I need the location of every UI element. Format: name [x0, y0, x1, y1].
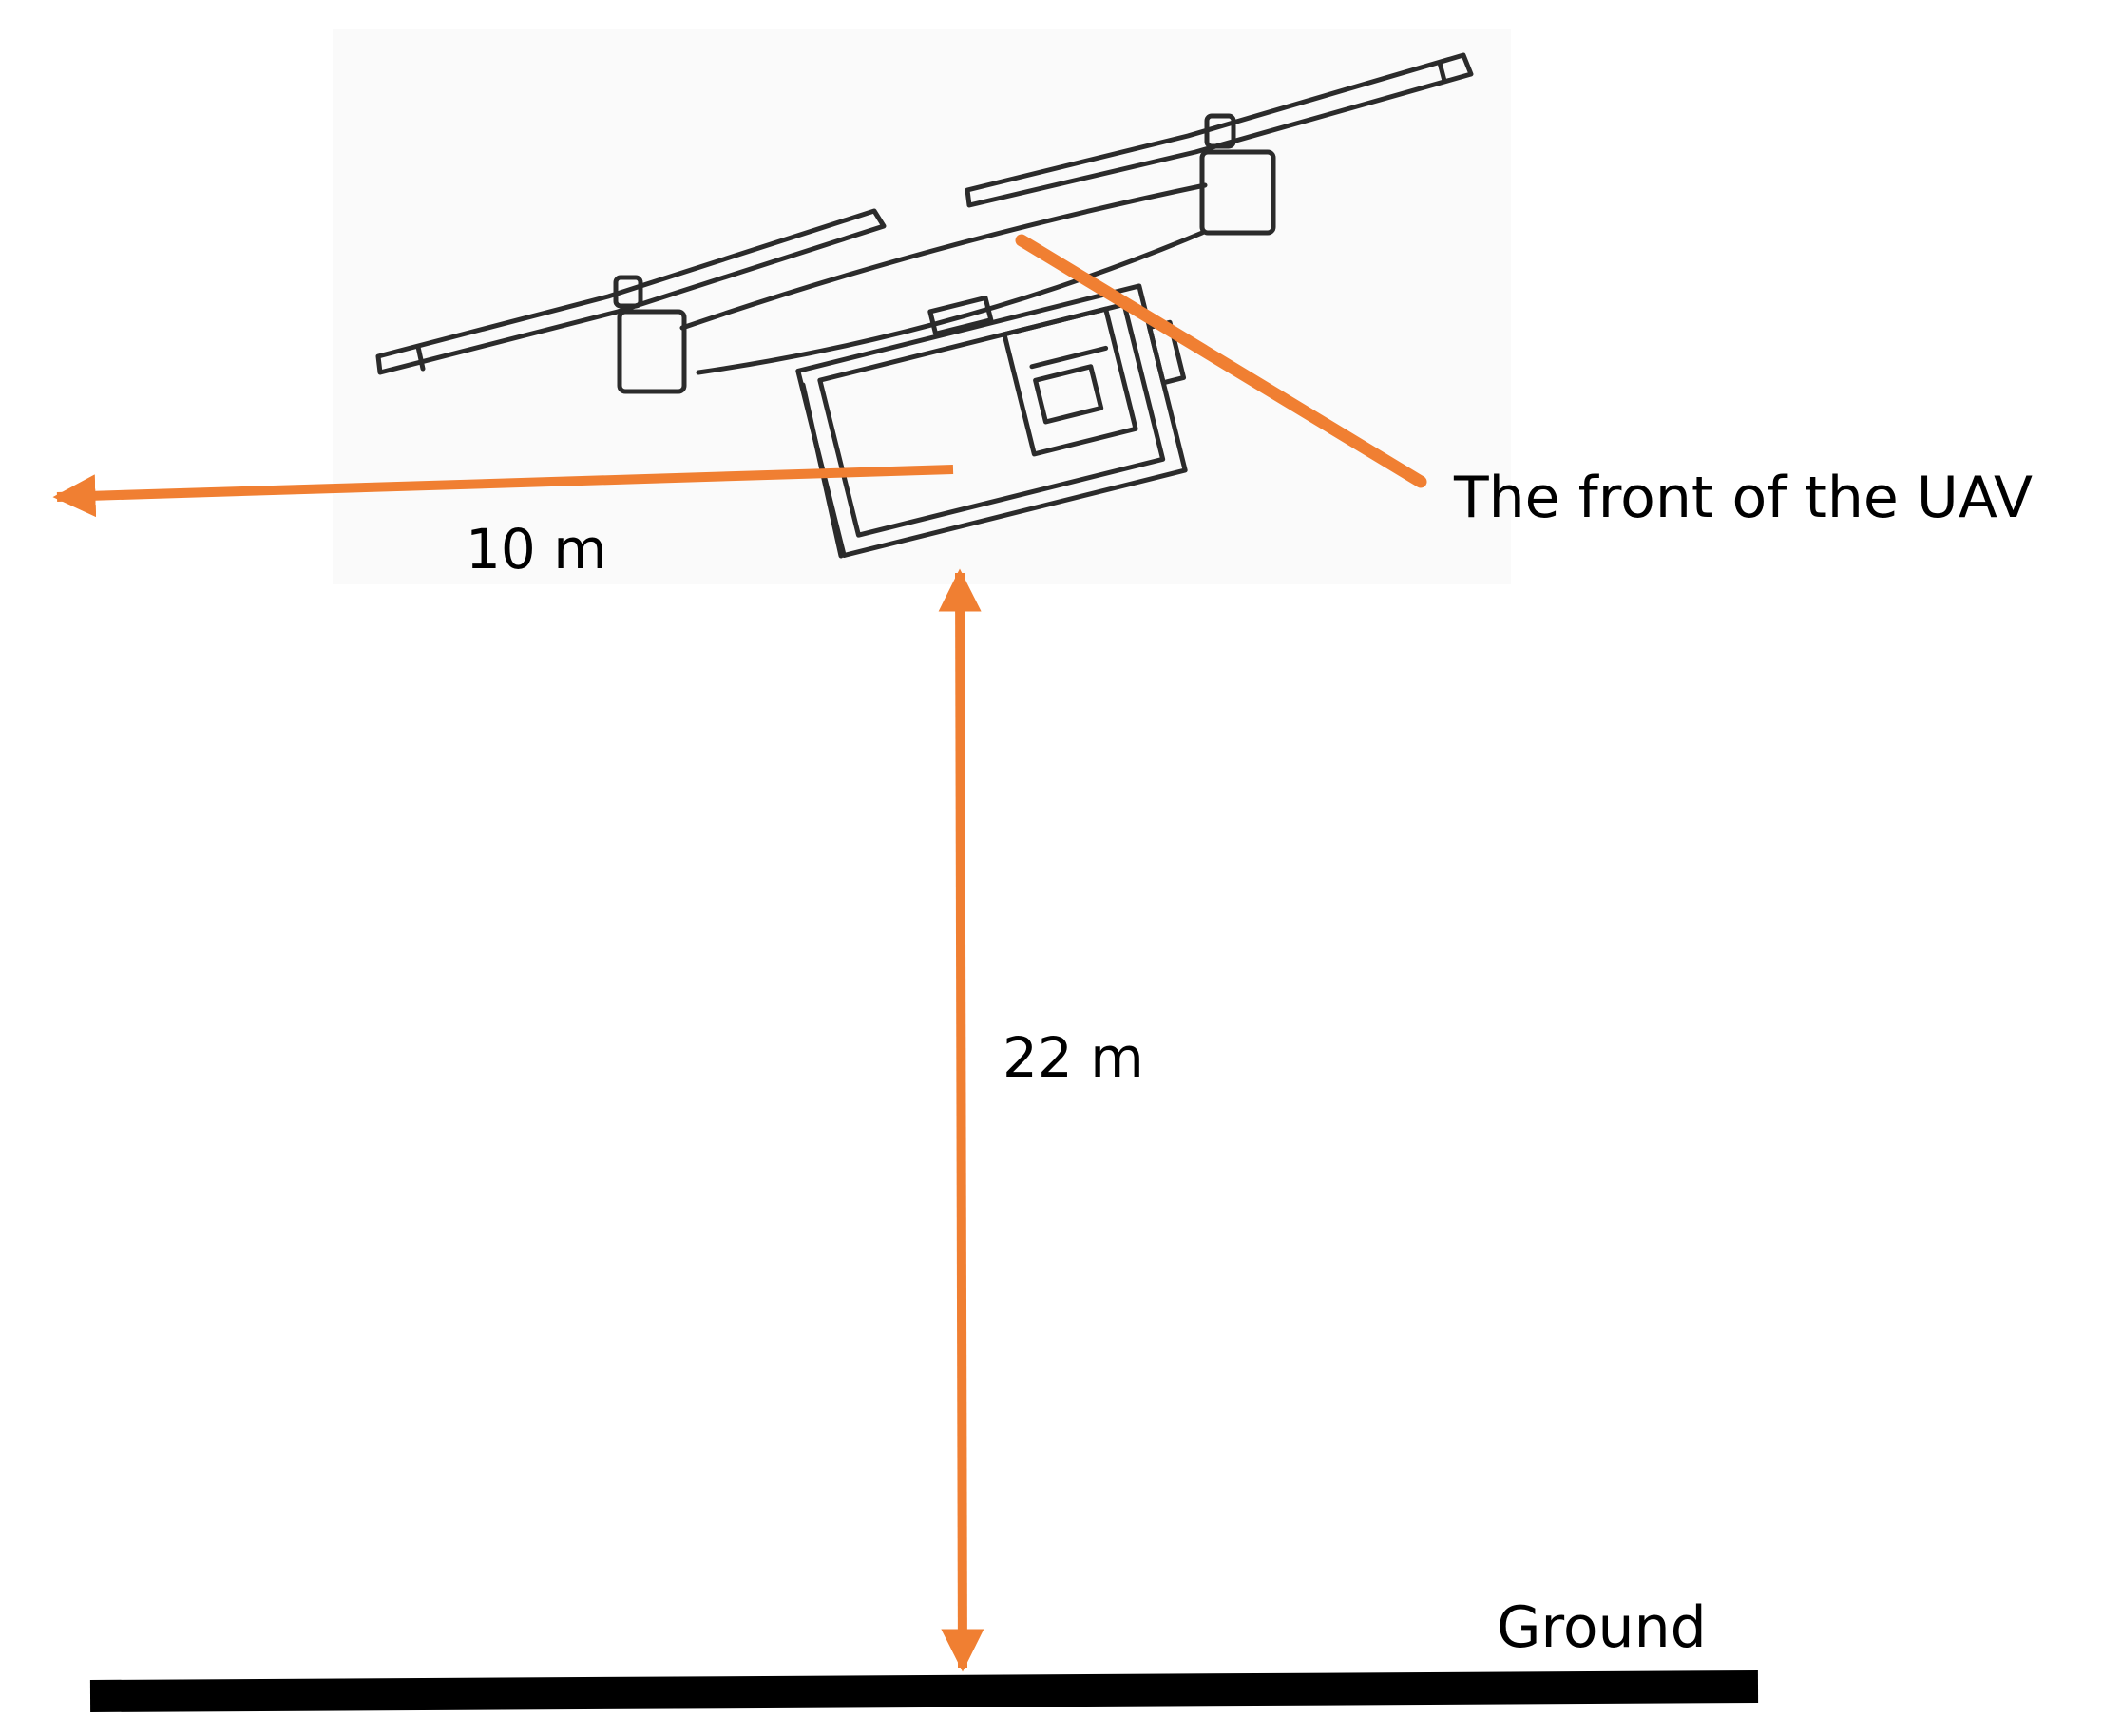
height-arrow: [938, 568, 984, 1672]
drone-top-mount: [927, 295, 994, 336]
drone-image-background: [333, 29, 1511, 584]
left-motor: [617, 309, 687, 394]
drone-body-inner: [817, 301, 1166, 538]
front-pointer-line: [1015, 234, 1427, 488]
drone-lower-arm: [696, 230, 1205, 375]
right-motor: [1199, 149, 1276, 236]
left-propeller: [375, 208, 887, 375]
horizontal-distance-label: 10 m: [466, 517, 607, 582]
ground-line: [89, 1670, 1759, 1712]
right-propeller-tip: [1437, 60, 1447, 84]
right-propeller-hub: [1204, 113, 1236, 149]
left-propeller-hub: [613, 275, 643, 309]
drone-icon: [375, 52, 1474, 559]
height-label: 22 m: [1003, 1025, 1144, 1090]
drone-camera-divider: [1029, 345, 1109, 370]
horizontal-distance-arrow: [52, 465, 954, 518]
right-propeller: [965, 52, 1474, 208]
drone-camera-block: [1002, 306, 1138, 457]
ground-label: Ground: [1497, 1594, 1707, 1661]
drone-upper-arm: [679, 182, 1208, 331]
front-of-uav-label: The front of the UAV: [1453, 465, 2033, 531]
drone-camera-lens: [1033, 364, 1104, 425]
left-propeller-tip: [415, 344, 426, 372]
